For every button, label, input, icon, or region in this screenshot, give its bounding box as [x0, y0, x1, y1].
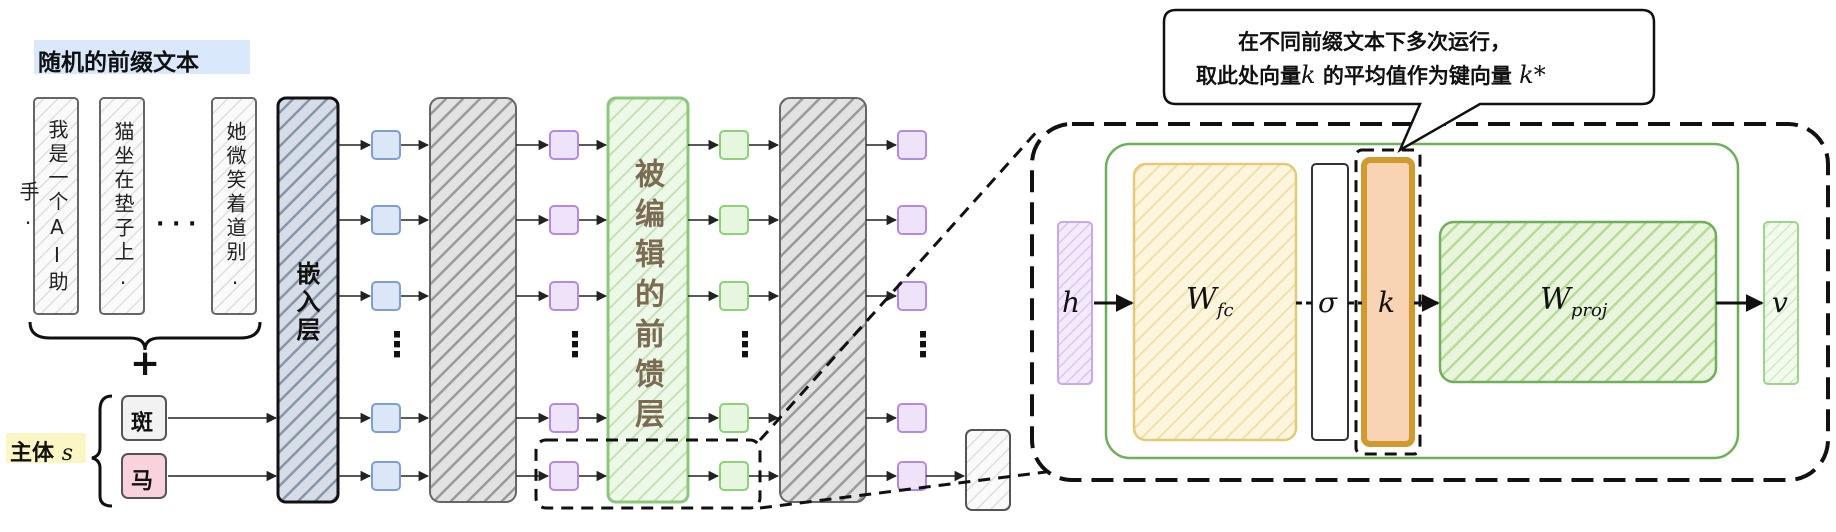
- ffn-module: [1104, 142, 1740, 460]
- output-token: [965, 429, 1011, 511]
- prefix-brace: [28, 321, 262, 351]
- subject-token-1-box: [121, 395, 167, 441]
- subject-highlight: [6, 433, 86, 463]
- token-col-4-token: [897, 403, 927, 433]
- token-col-3-token: [719, 281, 749, 311]
- selected-token-region: [534, 438, 762, 510]
- zoom-line-top: [758, 126, 1042, 442]
- embedding-layer: [276, 96, 340, 504]
- prefix-card-1: [33, 97, 79, 315]
- embedding-layer-label: 嵌入层: [292, 261, 320, 345]
- k-label: k: [1378, 286, 1395, 319]
- callout-bubble: [1162, 8, 1656, 153]
- vdots-1: ⋮: [380, 325, 414, 365]
- w-fc-label: Wfc: [1186, 282, 1234, 321]
- token-grid: [338, 130, 966, 491]
- token-col-2-token: [549, 461, 579, 491]
- k-vector: [1361, 157, 1415, 447]
- token-col-1-token: [371, 461, 401, 491]
- subject-token-2: 马: [131, 469, 154, 494]
- prefix-card-3: [211, 97, 257, 315]
- subject-token-2-box: [121, 453, 167, 499]
- title-random-prefixes: 随机的前缀文本: [38, 50, 199, 76]
- v-vector: [1763, 221, 1799, 385]
- token-col-3-token: [719, 130, 749, 160]
- token-col-3-token: [719, 403, 749, 433]
- token-col-3-token: [719, 205, 749, 235]
- token-col-2-token: [549, 205, 579, 235]
- token-col-1-token: [371, 205, 401, 235]
- subject-brace: [91, 394, 113, 508]
- subject-label: 主体 s: [10, 441, 73, 466]
- h-label: h: [1062, 286, 1081, 319]
- token-col-2-token: [549, 281, 579, 311]
- sigma-label: σ: [1318, 286, 1338, 319]
- vdots-2: ⋮: [558, 325, 592, 365]
- subject-symbol: s: [61, 441, 73, 466]
- prefix-card-2: [99, 97, 145, 315]
- edited-ffn-label: 被编辑的前馈层: [629, 158, 664, 438]
- token-col-4-token: [897, 205, 927, 235]
- token-col-4-token: [897, 461, 927, 491]
- v-label: v: [1772, 286, 1788, 319]
- token-col-4-token: [897, 130, 927, 160]
- token-col-1-token: [371, 281, 401, 311]
- w-proj-label: Wproj: [1540, 282, 1608, 321]
- token-col-3-token: [719, 461, 749, 491]
- edited-ffn-layer: [606, 96, 690, 504]
- zoom-line-bottom: [759, 470, 1047, 510]
- token-col-2-token: [549, 403, 579, 433]
- h-vector: [1057, 221, 1093, 385]
- hidden-layer-1: [429, 97, 517, 503]
- prefix-ellipsis: · · ·: [156, 212, 197, 237]
- plus-sign: +: [130, 343, 161, 384]
- token-col-4-token: [897, 281, 927, 311]
- prefix-card-2-text: 猫坐在垫子上.: [111, 121, 135, 293]
- callout-line-2: 取此处向量k 的平均值作为键向量 k*: [1196, 61, 1546, 89]
- prefix-card-3-text: 她微笑着道别.: [223, 121, 247, 293]
- token-col-1-token: [371, 403, 401, 433]
- vdots-3: ⋮: [728, 325, 762, 365]
- hidden-layer-2: [779, 97, 867, 503]
- vdots-4: ⋮: [906, 325, 940, 365]
- callout-line-1: 在不同前缀文本下多次运行，: [1238, 30, 1511, 54]
- title-highlight: [34, 40, 250, 74]
- token-col-2-token: [549, 130, 579, 160]
- token-col-1-token: [371, 130, 401, 160]
- prefix-card-1-text: 我是一个AI助手.: [16, 119, 69, 295]
- subject-token-1: 斑: [131, 411, 154, 436]
